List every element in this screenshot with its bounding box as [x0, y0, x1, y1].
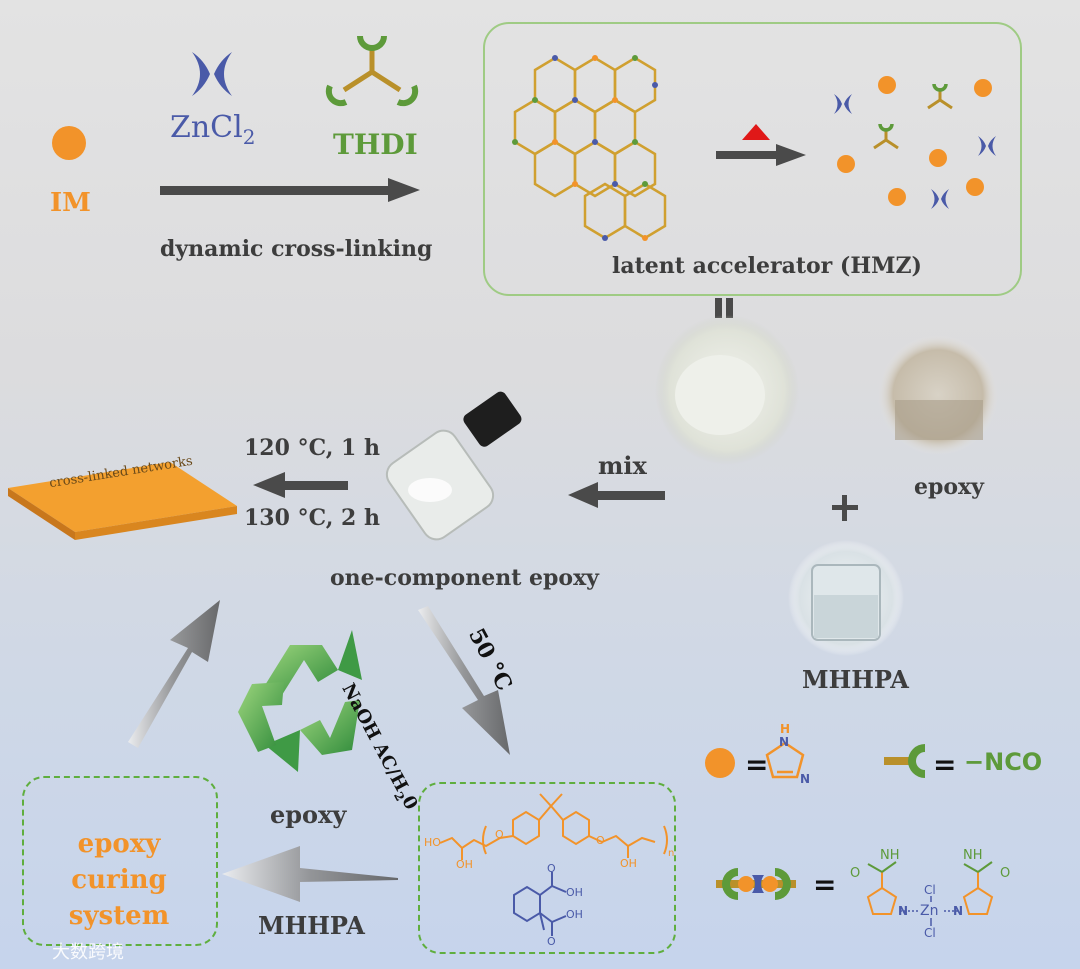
mix-arrow: [568, 482, 665, 508]
curing-arrow-left: [222, 846, 398, 902]
thdi-label: THDI: [333, 128, 418, 161]
zncl2-label: ZnCl2: [170, 110, 255, 149]
complex-nh-right: NH: [963, 848, 983, 863]
complex-icon: [716, 868, 796, 900]
cure-arrow: [253, 472, 348, 498]
complex-cl-bottom: Cl: [924, 926, 936, 940]
imidazole-n-label: N: [779, 735, 790, 749]
diol-n-label: n: [668, 848, 675, 859]
zncl2-icon: [192, 52, 232, 96]
epoxy-top-label: epoxy: [914, 474, 984, 500]
imidazole-icon: [52, 126, 86, 160]
mhhpa-right-label: MHHPA: [802, 665, 909, 694]
watermark-text: 大数跨境: [52, 942, 124, 963]
legend-equals-3: =: [813, 868, 837, 901]
reprocess-arrow-up: [128, 600, 220, 748]
legend-imidazole-circle: [705, 748, 735, 778]
nco-cap-icon: [884, 744, 925, 778]
red-triangle-icon: [742, 124, 770, 140]
zncl2-text: ZnCl: [170, 110, 243, 145]
thdi-icon: [325, 35, 419, 107]
imidazole-h-label: H: [780, 722, 791, 736]
imidazole-structure-icon: [765, 741, 805, 779]
recycle-icon: [238, 630, 362, 772]
condition-1-label: 120 °C, 1 h: [244, 435, 380, 461]
complex-zn: Zn: [920, 903, 939, 919]
vial-image: [385, 391, 522, 541]
mhhpa-diacid-structure-icon: [513, 872, 567, 936]
complex-n-left: N: [898, 904, 909, 918]
dissociated-components: [834, 76, 996, 209]
bpa-diol-structure-icon: [439, 793, 668, 860]
diacid-o-top-label: O: [547, 862, 556, 875]
legend-equals-1: =: [745, 748, 769, 781]
legend-equals-2: =: [933, 748, 957, 781]
zncl2-sub: 2: [242, 125, 256, 149]
dynamic-crosslinking-label: dynamic cross-linking: [160, 236, 433, 262]
condition-2-label: 130 °C, 2 h: [244, 505, 380, 531]
hmz-box: [483, 22, 1022, 296]
zn-complex-structure-icon: [866, 872, 994, 915]
diol-oh-left-label: OH: [456, 858, 473, 871]
honeycomb-nodes: [512, 55, 658, 241]
heat-arrow: [716, 124, 806, 166]
complex-o-right: O: [1000, 866, 1011, 881]
degrade-arrow-down: [418, 606, 510, 755]
one-component-epoxy-label: one-component epoxy: [330, 565, 599, 591]
complex-cl-top: Cl: [924, 883, 936, 897]
crosslinked-sheet: [8, 462, 237, 540]
diol-o-right-label: O: [596, 834, 605, 847]
diacid-oh-bottom-label: OH: [566, 908, 583, 921]
imidazole-n2-label: N: [800, 772, 811, 786]
degradation-products-box: [418, 782, 676, 954]
complex-o-left: O: [850, 866, 861, 881]
diacid-o-bottom-label: O: [547, 935, 556, 948]
diacid-oh-top-label: OH: [566, 886, 583, 899]
latent-accelerator-label: latent accelerator (HMZ): [612, 253, 922, 279]
mhhpa-bottom-label: MHHPA: [258, 911, 365, 940]
dynamic-crosslinking-arrow: [160, 178, 420, 202]
epoxy-bottom-label: epoxy: [270, 800, 347, 829]
epoxy-curing-system-label: epoxy curing system: [68, 829, 170, 931]
diol-oh-right-label: OH: [620, 857, 637, 870]
equals-vertical-icon: [715, 298, 722, 318]
im-label: IM: [50, 188, 91, 218]
nco-label: −NCO: [964, 748, 1043, 776]
mix-label: mix: [598, 451, 647, 480]
complex-n-right: N: [953, 904, 964, 918]
curing-system-box: [22, 776, 218, 946]
complex-nh-left: NH: [880, 848, 900, 863]
diol-o-left-label: O: [495, 828, 504, 841]
diol-ho-label: HO: [424, 836, 441, 849]
